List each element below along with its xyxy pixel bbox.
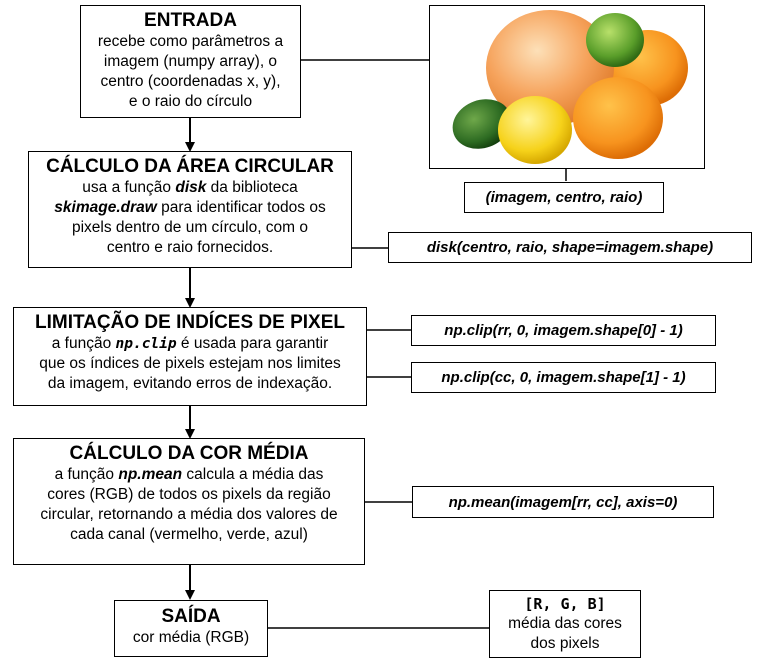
limitacao-line-1: a função np.clip é usada para garantir	[51, 335, 329, 352]
lemon	[498, 96, 572, 164]
limitacao-box: LIMITAÇÃO DE INDÍCES DE PIXEL a função n…	[13, 307, 367, 406]
fruit-image	[429, 5, 705, 169]
np-mean-fn: np.mean	[118, 466, 183, 483]
entrada-line-2: imagem (numpy array), o	[103, 53, 278, 70]
calculo-area-line-2: skimage.draw para identificar todos os	[54, 199, 326, 216]
lime-top	[586, 13, 644, 67]
calculo-area-line-1: usa a função disk da biblioteca	[82, 179, 298, 196]
result-line-1: média das cores	[508, 615, 622, 632]
cor-media-line-2: cores (RGB) de todos os pixels da região	[47, 486, 331, 503]
cor-media-line-3: circular, retornando a média dos valores…	[40, 506, 338, 523]
limitacao-line-3: da imagem, evitando erros de indexação.	[47, 375, 333, 392]
clip-cc-label: np.clip(cc, 0, imagem.shape[1] - 1)	[411, 362, 716, 393]
entrada-line-1: recebe como parâmetros a	[97, 33, 284, 50]
rgb-array: [R, G, B]	[524, 595, 606, 613]
calculo-area-title: CÁLCULO DA ÁREA CIRCULAR	[46, 156, 334, 177]
result-line-2: dos pixels	[530, 635, 600, 652]
result-box: [R, G, B] média das cores dos pixels	[489, 590, 641, 658]
calculo-area-line-4: centro e raio fornecidos.	[106, 239, 274, 256]
fruit-illustration	[452, 10, 688, 164]
entrada-line-4: e o raio do círculo	[128, 93, 253, 110]
np-clip-fn: np.clip	[115, 336, 177, 352]
calculo-area-box: CÁLCULO DA ÁREA CIRCULAR usa a função di…	[28, 151, 352, 268]
disk-fn: disk	[175, 179, 207, 196]
disk-call-label: disk(centro, raio, shape=imagem.shape)	[388, 232, 752, 263]
entrada-title: ENTRADA	[144, 10, 237, 31]
skimage-lib: skimage.draw	[54, 199, 157, 216]
limitacao-title: LIMITAÇÃO DE INDÍCES DE PIXEL	[34, 312, 345, 333]
cor-media-line-1: a função np.mean calcula a média das	[54, 466, 324, 483]
cor-media-box: CÁLCULO DA COR MÉDIA a função np.mean ca…	[13, 438, 365, 565]
saida-title: SAÍDA	[161, 606, 221, 627]
cor-media-title: CÁLCULO DA COR MÉDIA	[69, 443, 309, 464]
lime-left	[452, 99, 512, 149]
saida-line-1: cor média (RGB)	[132, 629, 250, 646]
clip-rr-label: np.clip(rr, 0, imagem.shape[0] - 1)	[411, 315, 716, 346]
params-label: (imagem, centro, raio)	[464, 182, 664, 213]
cor-media-line-4: cada canal (vermelho, verde, azul)	[70, 526, 308, 543]
mean-call-label: np.mean(imagem[rr, cc], axis=0)	[412, 486, 714, 518]
saida-box: SAÍDA cor média (RGB)	[114, 600, 268, 657]
entrada-line-3: centro (coordenadas x, y),	[100, 73, 281, 90]
entrada-box: ENTRADA recebe como parâmetros a imagem …	[80, 5, 301, 118]
calculo-area-line-3: pixels dentro de um círculo, com o	[71, 219, 309, 236]
limitacao-line-2: que os índices de pixels estejam nos lim…	[39, 355, 341, 372]
orange-front	[573, 77, 663, 159]
